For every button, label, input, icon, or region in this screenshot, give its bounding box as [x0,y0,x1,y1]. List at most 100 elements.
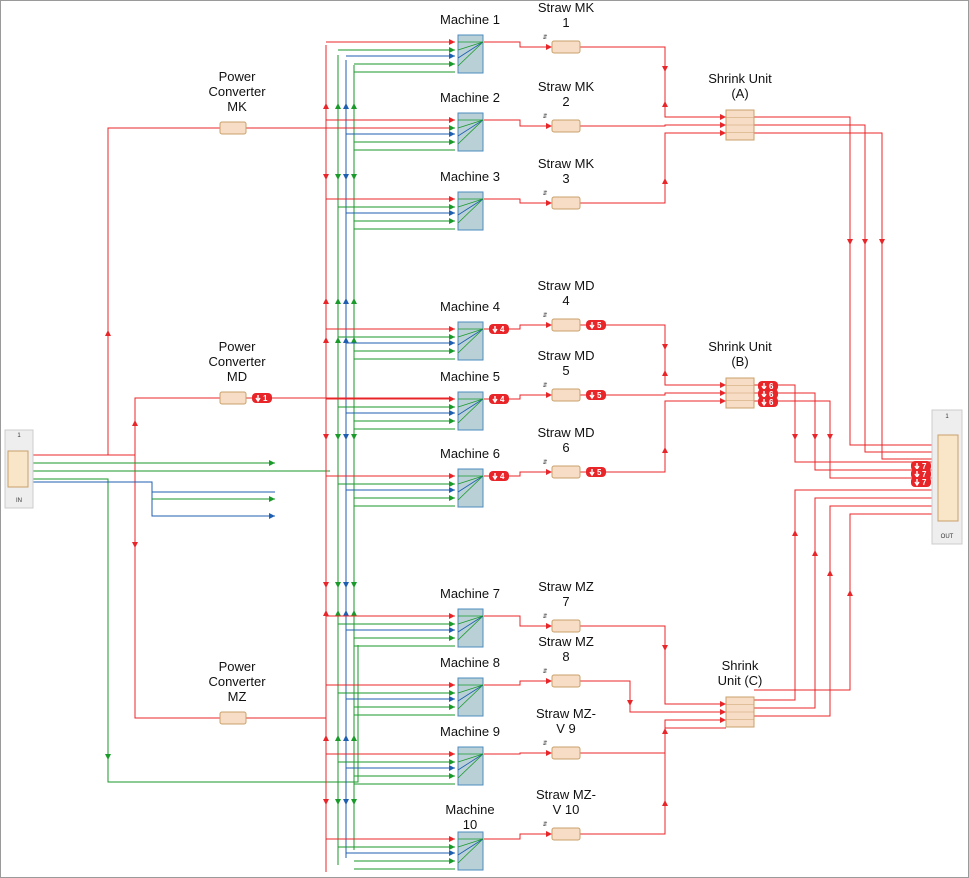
wire [754,116,938,446]
wire [484,198,552,204]
wire-arrow [335,610,341,616]
machine-internal-line [457,328,484,346]
straw-icon: ⇵ [542,191,547,197]
out-badge [911,477,931,487]
wire-arrow [449,635,455,641]
wire-arrow [847,239,853,245]
down-arrow-icon [589,392,595,400]
wire-arrow [449,613,455,619]
wire-arrow [627,700,633,706]
wire-arrow [792,530,798,536]
wire-arrow [449,396,455,402]
wire [484,752,552,755]
out-badge-count: 7 [922,470,927,479]
straw-label: 4 [562,293,569,308]
wire-arrow [323,174,329,180]
wire-arrow [792,434,798,440]
wire-arrow [720,382,726,388]
wire-arrow [546,322,552,328]
machine-internal-line [457,838,484,864]
machine-badge-count: 4 [500,472,505,481]
wire-arrow [662,800,668,806]
machine-label: Machine 7 [440,586,500,601]
wire-arrow [546,44,552,50]
power-converter-badge [252,393,272,403]
wire-arrow [343,103,349,109]
machine-badge [489,471,509,481]
straw-icon: ⇵ [542,614,547,620]
shrink-unit-badge-count: 6 [769,390,774,399]
machine-internal-line [457,119,484,129]
wire-arrow [323,610,329,616]
straw-label: Straw MZ [538,634,594,649]
wire-arrow [449,844,455,850]
wire-arrow [449,117,455,123]
wire [33,478,359,783]
wire-arrow [351,610,357,616]
wire-arrow [827,434,833,440]
wire [754,505,938,717]
down-arrow-icon [255,395,261,403]
wire-arrow [449,696,455,702]
wire [484,41,552,48]
power-converter-label: Power [219,339,257,354]
straw-label: 2 [562,94,569,109]
machine-badge [489,394,509,404]
wire-arrow [546,200,552,206]
wire-arrow [105,754,111,760]
machine-internal-line [457,41,484,59]
machine-internal-line [457,475,484,501]
wire-arrow [662,66,668,72]
wire-arrow [546,123,552,129]
wire-arrow [662,370,668,376]
machine-internal-line [457,753,484,771]
straw-label: Straw MD [537,348,594,363]
straw-label: 3 [562,171,569,186]
wire-arrow [720,130,726,136]
wire-arrow [449,765,455,771]
wire-arrow [449,47,455,53]
wire-arrow [335,799,341,805]
straw-label: V 10 [553,802,580,817]
wire-arrow [546,392,552,398]
wire-arrow [449,39,455,45]
wire-arrow [449,627,455,633]
machine-internal-line [457,684,484,702]
power-converter-label: MD [227,369,247,384]
wire-arrow [812,434,818,440]
down-arrow-icon [492,396,498,404]
wire-arrow [351,799,357,805]
machine-badge [489,324,509,334]
wire-arrow [351,174,357,180]
wire [484,833,552,840]
wire [580,680,726,713]
straw-block [551,674,581,688]
wire-arrow [323,735,329,741]
wire [580,392,726,396]
shrink-unit-label: (B) [731,354,748,369]
straw-label: Straw MK [538,0,595,15]
wire-arrow [720,122,726,128]
straw-block [551,196,581,210]
straw-icon: ⇵ [542,383,547,389]
machine-internal-line [457,838,484,856]
wire-arrow [351,103,357,109]
wire-arrow [449,340,455,346]
wire-arrow [662,178,668,184]
wire [580,727,726,835]
machine-label: Machine 8 [440,655,500,670]
in-port-label: IN [16,498,22,504]
wire-arrow [662,101,668,107]
straw-badge [586,320,606,330]
straw-icon: ⇵ [542,741,547,747]
in-port-number: 1 [17,433,21,439]
wire-arrow [720,701,726,707]
straw-block [551,746,581,760]
straw-label: Straw MD [537,278,594,293]
wire-arrow [351,735,357,741]
wire-arrow [449,481,455,487]
power-converter-badge-count: 1 [263,394,268,403]
wire-arrow [323,103,329,109]
wire-arrow [343,174,349,180]
